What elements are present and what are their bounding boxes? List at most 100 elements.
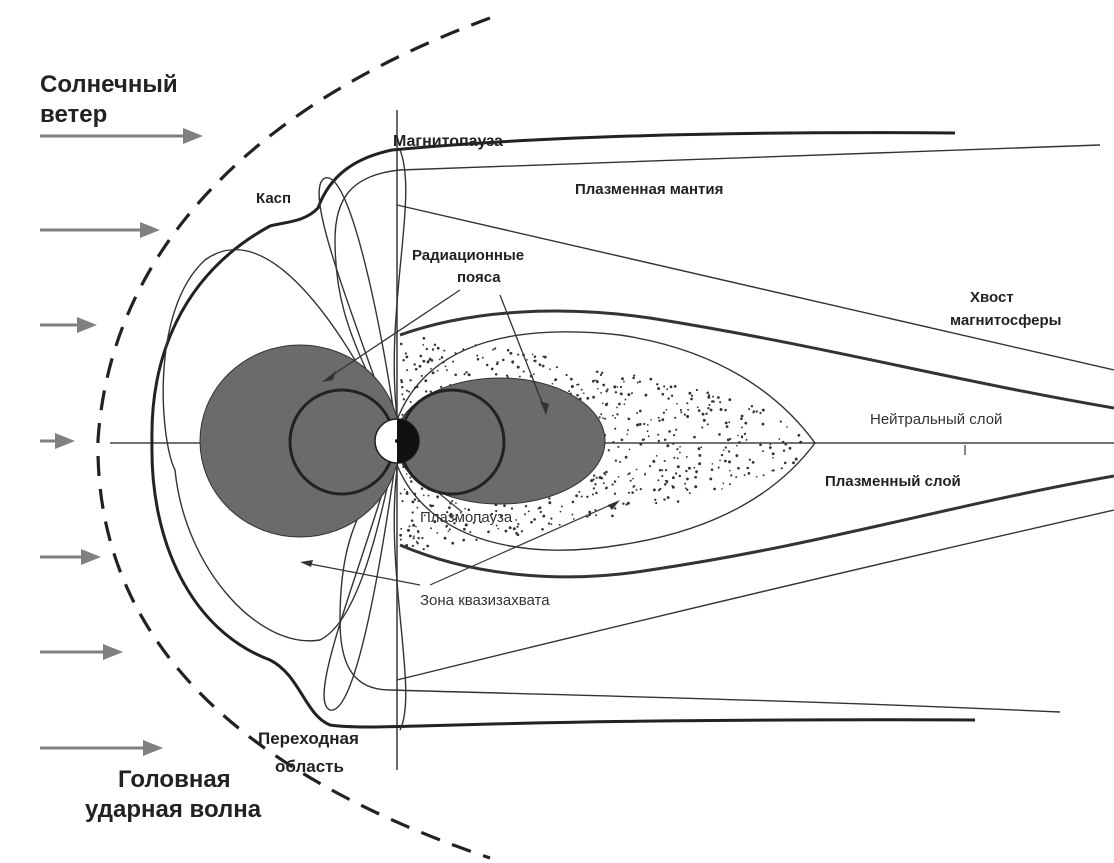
plasma-particle (475, 539, 477, 541)
plasma-particle (744, 422, 747, 425)
plasma-particle (712, 396, 714, 398)
plasma-particle (772, 469, 774, 471)
field-line-nightside-2 (394, 448, 406, 730)
plasma-particle (455, 352, 457, 354)
plasma-particle (782, 441, 784, 443)
plasma-particle (550, 517, 552, 519)
plasma-particle (513, 527, 516, 530)
plasma-particle (643, 423, 645, 425)
label-tail-1: Хвост (970, 289, 1014, 306)
plasma-particle (697, 406, 699, 408)
plasma-particle (663, 498, 665, 500)
plasma-particle (442, 361, 444, 363)
plasma-particle (533, 518, 536, 521)
plasma-particle (614, 493, 616, 495)
plasma-particle (409, 379, 411, 381)
plasma-particle (406, 390, 408, 392)
plasma-particle (725, 421, 728, 424)
plasma-particle (618, 403, 621, 406)
plasma-particle (413, 537, 415, 539)
plasma-particle (399, 534, 402, 537)
plasma-particle (587, 516, 589, 518)
plasma-particle (588, 511, 591, 514)
plasma-particle (421, 487, 424, 490)
plasma-particle (544, 356, 547, 359)
plasma-particle (728, 460, 731, 463)
plasma-particle (406, 491, 408, 493)
plasma-particle (419, 365, 422, 368)
plasma-particle (426, 348, 428, 350)
plasma-particle (717, 396, 720, 399)
plasma-particle (719, 459, 721, 461)
plasma-particle (533, 360, 535, 362)
plasma-particle (524, 513, 526, 515)
plasma-particle (647, 424, 649, 426)
plasma-particle (784, 443, 787, 446)
plasma-particle (619, 461, 621, 463)
plasma-particle (746, 439, 748, 441)
plasma-particle (696, 389, 698, 391)
plasma-particle (603, 482, 605, 484)
plasma-particle (701, 426, 703, 428)
plasma-particle (666, 409, 668, 411)
plasma-particle (636, 489, 638, 491)
plasma-particle (419, 355, 422, 358)
plasma-particle (736, 445, 738, 447)
plasma-particle (417, 507, 419, 509)
plasma-particle (792, 461, 795, 464)
plasma-particle (600, 392, 602, 394)
plasma-particle (607, 388, 609, 390)
plasma-particle (688, 467, 691, 470)
plasma-particle (722, 483, 724, 485)
plasma-particle (649, 378, 652, 381)
plasma-particle (666, 481, 668, 483)
plasma-particle (658, 440, 660, 442)
plasma-particle (400, 539, 402, 541)
plasma-particle (627, 417, 630, 420)
plasma-particle (679, 475, 681, 477)
plasma-particle (677, 457, 679, 459)
plasma-particle (728, 421, 730, 423)
plasma-particle (502, 359, 505, 362)
plasma-particle (605, 488, 607, 490)
plasma-particle (799, 441, 802, 444)
plasma-particle (740, 417, 743, 420)
plasma-particle (661, 418, 664, 421)
plasma-particle (657, 479, 659, 481)
solar-wind-arrows (40, 128, 203, 756)
plasma-particle (639, 423, 642, 426)
plasma-particle (673, 434, 675, 436)
plasma-particle (595, 492, 598, 495)
plasma-particle (652, 460, 655, 463)
plasma-particle (663, 412, 665, 414)
plasma-particle (720, 408, 723, 411)
plasma-particle (627, 473, 629, 475)
plasma-particle (727, 438, 730, 441)
plasma-particle (561, 506, 563, 508)
plasma-particle (451, 500, 453, 502)
plasma-particle (784, 462, 787, 465)
plasma-particle (698, 409, 701, 412)
plasma-particle (523, 371, 525, 373)
earth-center-dot (395, 439, 399, 443)
plasma-particle (611, 483, 613, 485)
plasma-particle (675, 429, 677, 431)
plasma-particle (700, 446, 702, 448)
plasma-particle (673, 457, 675, 459)
plasma-particle (401, 393, 403, 395)
plasma-particle (423, 337, 426, 340)
plasma-particle (762, 423, 765, 426)
plasma-particle (421, 375, 423, 377)
plasma-particle (600, 374, 602, 376)
plasma-particle (612, 441, 614, 443)
plasma-particle (497, 528, 499, 530)
plasma-particle (439, 359, 441, 361)
plasma-particle (685, 470, 687, 472)
plasma-particle (658, 489, 660, 491)
plasma-particle (649, 465, 651, 467)
plasma-particle (444, 537, 447, 540)
plasma-particle (464, 373, 466, 375)
plasma-particle (719, 401, 721, 403)
plasma-particle (632, 478, 634, 480)
